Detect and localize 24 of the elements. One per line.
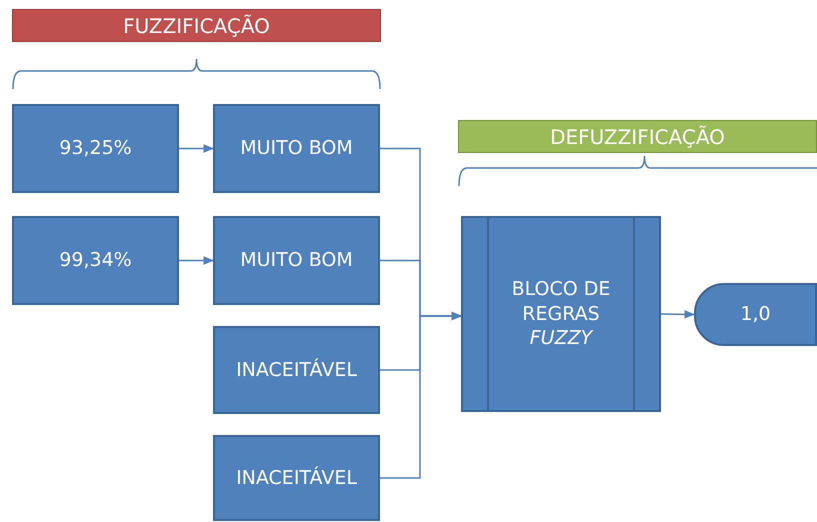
arrow: [179, 144, 214, 153]
node-label: FUZZIFICAÇÃO: [123, 12, 270, 38]
node-label: BLOCO DE REGRAS FUZZY: [510, 276, 612, 352]
process-box: [213, 216, 380, 305]
process-box: [213, 326, 380, 414]
arrow: [660, 310, 696, 319]
node-label: MUITO BOM: [240, 136, 353, 161]
arrow: [380, 312, 462, 479]
node-label: MUITO BOM: [240, 248, 353, 273]
node-label: 1,0: [740, 302, 771, 327]
section-banner: [458, 120, 817, 153]
section-banner: [12, 9, 381, 42]
process-box: [213, 435, 380, 521]
process-box: [213, 104, 380, 193]
process-box: [12, 216, 179, 305]
process-box: [12, 104, 179, 193]
arrow: [179, 256, 214, 265]
node-label: DEFUZZIFICAÇÃO: [550, 124, 725, 150]
node-label: 99,34%: [59, 248, 132, 273]
node-label: INACEITÁVEL: [236, 358, 357, 382]
predefined-process-box: [461, 216, 661, 412]
terminator-shape: [694, 283, 817, 346]
node-label: INACEITÁVEL: [236, 466, 357, 490]
node-label: 93,25%: [59, 136, 132, 161]
